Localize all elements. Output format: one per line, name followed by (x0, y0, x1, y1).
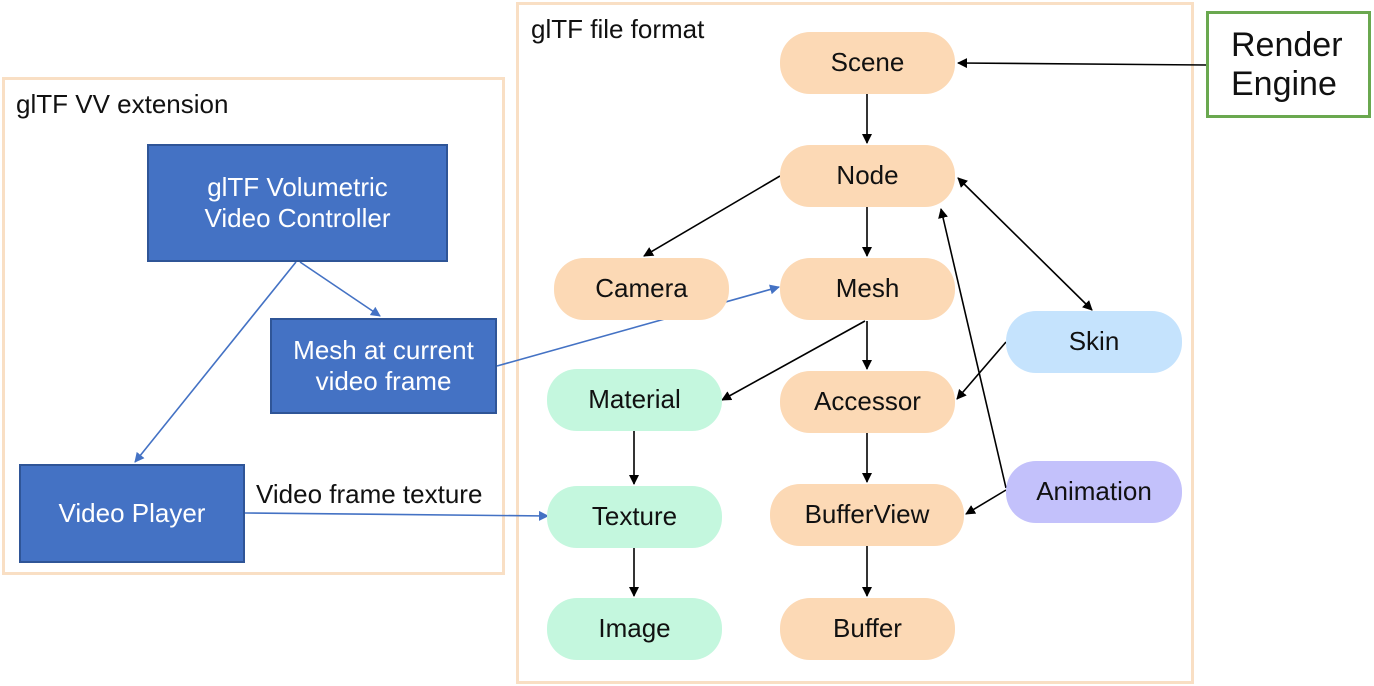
node-node: Node (780, 145, 955, 207)
camera-node: Camera (554, 258, 729, 320)
video-frame-texture-label: Video frame texture (256, 479, 483, 509)
edge-node-to-camera (643, 175, 781, 257)
texture-node: Texture (547, 486, 722, 548)
edge-animation-to-node (938, 208, 1007, 489)
skin-node: Skin (1006, 311, 1182, 373)
edge-mesh-frame-to-mesh (496, 284, 780, 367)
bufferview-node: BufferView (770, 484, 964, 546)
edge-controller-to-video-player (134, 261, 297, 463)
gltf-vv-extension-label: glTF VV extension (16, 89, 229, 119)
edge-animation-to-bufferview (965, 489, 1007, 515)
edge-node-skin-bidirectional (957, 177, 1093, 311)
render-engine-node: Render Engine (1206, 11, 1371, 118)
edge-skin-to-accessor (956, 341, 1007, 400)
animation-node: Animation (1006, 461, 1182, 523)
video-player-node: Video Player (19, 464, 245, 563)
image-node: Image (547, 598, 722, 660)
mesh-at-current-frame-node: Mesh at current video frame (270, 318, 497, 414)
volumetric-video-controller-node: glTF Volumetric Video Controller (147, 144, 448, 262)
edge-mesh-to-material (721, 320, 866, 401)
edge-controller-to-mesh-frame (299, 261, 381, 317)
edge-render-engine-to-scene (957, 58, 1207, 69)
scene-node: Scene (780, 32, 955, 94)
material-node: Material (547, 369, 722, 431)
mesh-node: Mesh (780, 258, 955, 320)
accessor-node: Accessor (780, 371, 955, 433)
buffer-node: Buffer (780, 598, 955, 660)
edge-video-player-to-texture (244, 510, 549, 521)
gltf-vv-extension-group (2, 77, 505, 575)
gltf-file-format-group (516, 2, 1194, 684)
gltf-file-format-label: glTF file format (531, 14, 705, 44)
